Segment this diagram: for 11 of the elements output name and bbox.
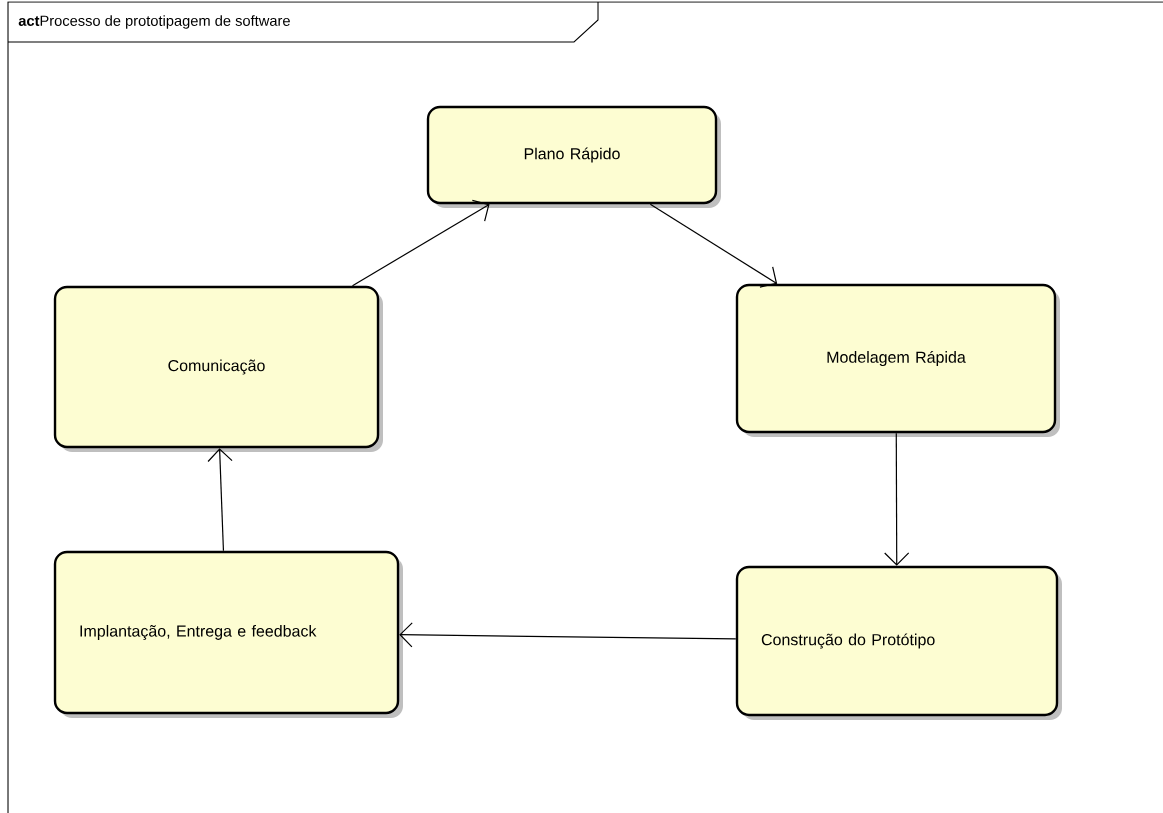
arrow bbox=[351, 199, 490, 287]
arrow bbox=[649, 203, 778, 288]
activity-box: Plano Rápido bbox=[426, 105, 721, 208]
activity-box: Comunicação bbox=[53, 285, 383, 452]
activity-box: Implantação, Entrega e feedback bbox=[53, 550, 403, 718]
activity-box: Construção do Protótipo bbox=[735, 565, 1062, 720]
arrow bbox=[884, 432, 910, 566]
arrow bbox=[399, 622, 737, 648]
arrow bbox=[207, 448, 233, 552]
frame-title: actProcesso de prototipagem de software bbox=[18, 15, 290, 29]
activity-box: Modelagem Rápida bbox=[735, 283, 1060, 437]
